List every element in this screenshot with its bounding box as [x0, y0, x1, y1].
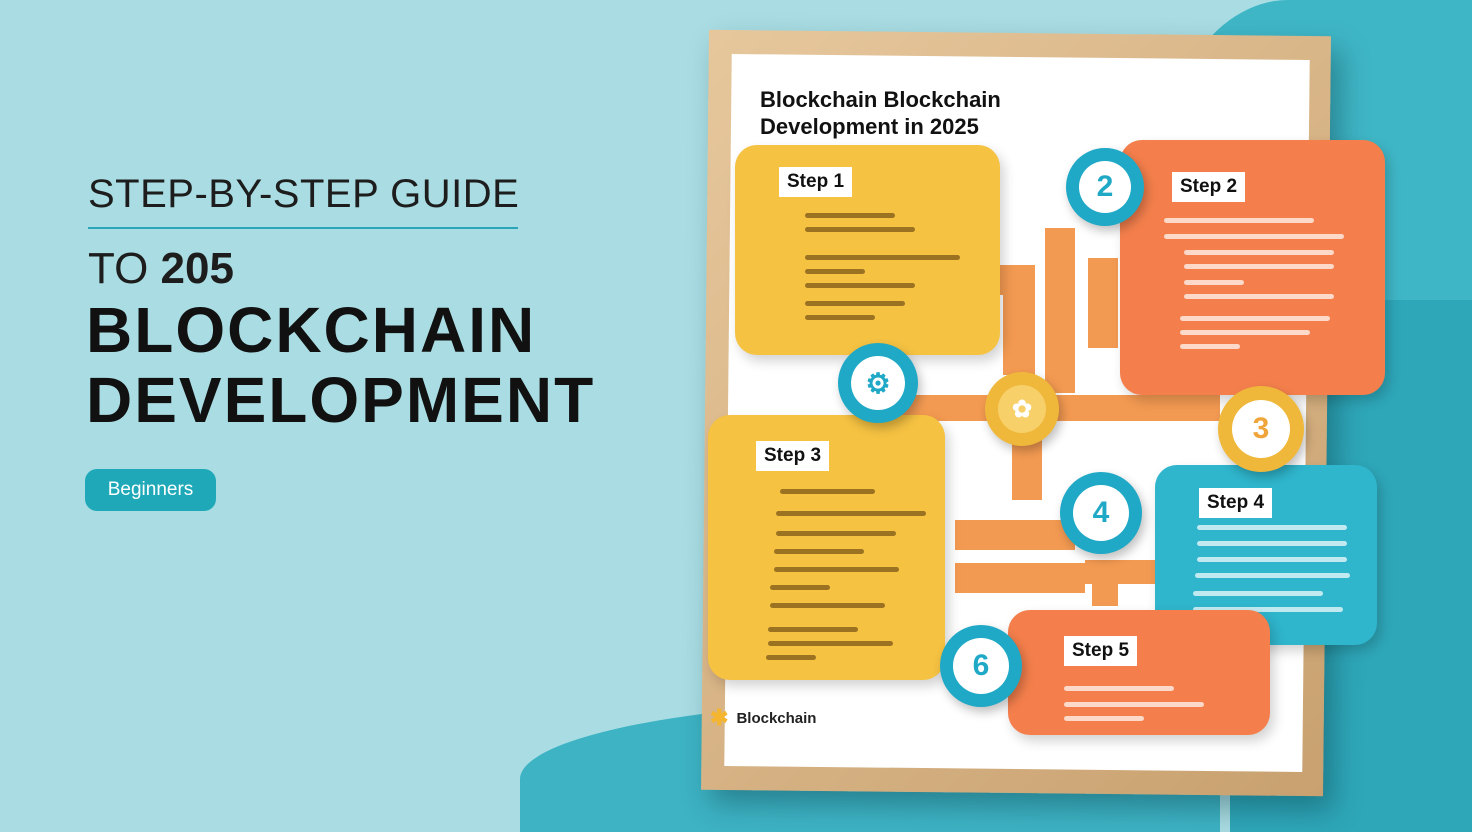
step6-number-circle: 6: [940, 625, 1022, 707]
connector: [1092, 566, 1118, 606]
step3-card: Step 3: [708, 415, 945, 680]
headline-line2: TO 205: [88, 244, 234, 294]
poster-title-line2: Development in 2025: [760, 114, 979, 139]
footer-logo: ✱ Blockchain: [710, 705, 816, 731]
footer-logo-text: Blockchain: [736, 709, 817, 727]
blockchain-hub-icon: ✿: [985, 372, 1059, 446]
headline-to: TO: [88, 244, 149, 293]
step2-label: Step 2: [1172, 172, 1246, 202]
step1-card: Step 1: [735, 145, 1000, 355]
step2-card: Step 2: [1120, 140, 1385, 395]
connector: [1012, 440, 1042, 500]
step2-number-circle: 2: [1066, 148, 1144, 226]
poster-title-line1: Blockchain Blockchain: [760, 87, 1001, 112]
divider: [88, 227, 518, 229]
puzzle-logo-icon: ✱: [710, 705, 729, 730]
step1-label: Step 1: [779, 167, 853, 197]
connector: [1003, 265, 1035, 375]
headline-line3: BLOCKCHAIN: [86, 294, 537, 366]
headline-number: 205: [160, 244, 234, 293]
connector: [955, 563, 1085, 593]
step5-label: Step 5: [1064, 636, 1138, 666]
step4-label: Step 4: [1199, 488, 1273, 518]
gear-icon: ⚙: [838, 343, 918, 423]
step5-card: Step 5: [1008, 610, 1270, 735]
step3-number-circle: 3: [1218, 386, 1304, 472]
connector: [955, 520, 1075, 550]
headline-line4: DEVELOPMENT: [86, 364, 596, 436]
connector: [900, 395, 1220, 421]
connector: [1045, 228, 1075, 393]
step4-number-circle: 4: [1060, 472, 1142, 554]
step4-card: Step 4: [1155, 465, 1377, 645]
connector: [1088, 258, 1118, 348]
step3-label: Step 3: [756, 441, 830, 471]
headline-line1: STEP-BY-STEP GUIDE: [88, 172, 520, 216]
beginners-badge[interactable]: Beginners: [85, 469, 216, 511]
